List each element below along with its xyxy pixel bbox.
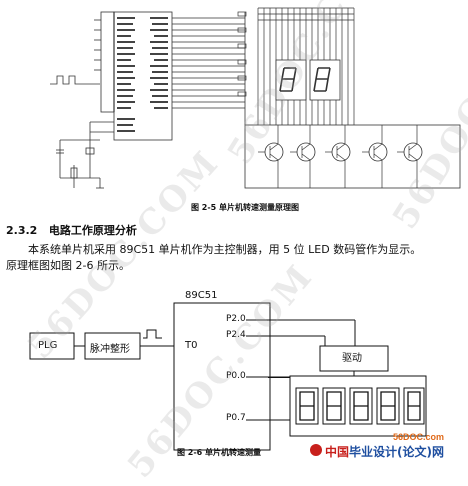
section-title: 电路工作原理分析 <box>48 224 137 237</box>
driver-label: 驱动 <box>342 353 362 364</box>
t0-label: T0 <box>185 340 198 351</box>
p07-label: P0.7 <box>226 413 246 423</box>
p00-label: P0.0 <box>226 371 246 381</box>
digit-1 <box>295 387 319 425</box>
logo-brand: 中国毕业设计(论文)网 <box>325 443 444 460</box>
block-diagram <box>29 302 427 451</box>
digit-5 <box>403 387 425 425</box>
digit-2 <box>322 387 346 425</box>
figure-2-6-caption: 图 2-6 单片机转速测量 <box>177 448 262 457</box>
body-paragraph: 本系统单片机采用 89C51 单片机作为主控制器，用 5 位 LED 数码管作为… <box>6 242 466 274</box>
figure-2-5-caption: 图 2-5 单片机转速测量原理图 <box>190 203 300 212</box>
schematic-figure <box>50 7 461 189</box>
logo-brand-prefix: 中国 <box>325 445 350 459</box>
section-heading: 2.3.2 电路工作原理分析 <box>6 222 137 238</box>
paragraph-line-1: 本系统单片机采用 89C51 单片机作为主控制器，用 5 位 LED 数码管作为… <box>28 243 422 256</box>
p24-label: P2.4 <box>226 330 246 340</box>
section-number: 2.3.2 <box>6 224 38 237</box>
mcu-label: 89C51 <box>185 290 218 301</box>
digit-3 <box>349 387 373 425</box>
p20-label: P2.0 <box>226 314 246 324</box>
logo-brand-main: 毕业设计(论文)网 <box>349 445 444 459</box>
plg-label: PLG <box>38 340 58 351</box>
site-logo[interactable]: 56DOC.com 中国毕业设计(论文)网 <box>305 432 467 464</box>
display-frame <box>289 375 427 437</box>
digit-4 <box>376 387 400 425</box>
paragraph-line-2: 原理框图如图 2-6 所示。 <box>6 259 130 272</box>
logo-site-url: 56DOC.com <box>393 432 445 442</box>
shaper-label: 脉冲整形 <box>90 344 130 355</box>
logo-emblem-icon <box>310 444 322 456</box>
